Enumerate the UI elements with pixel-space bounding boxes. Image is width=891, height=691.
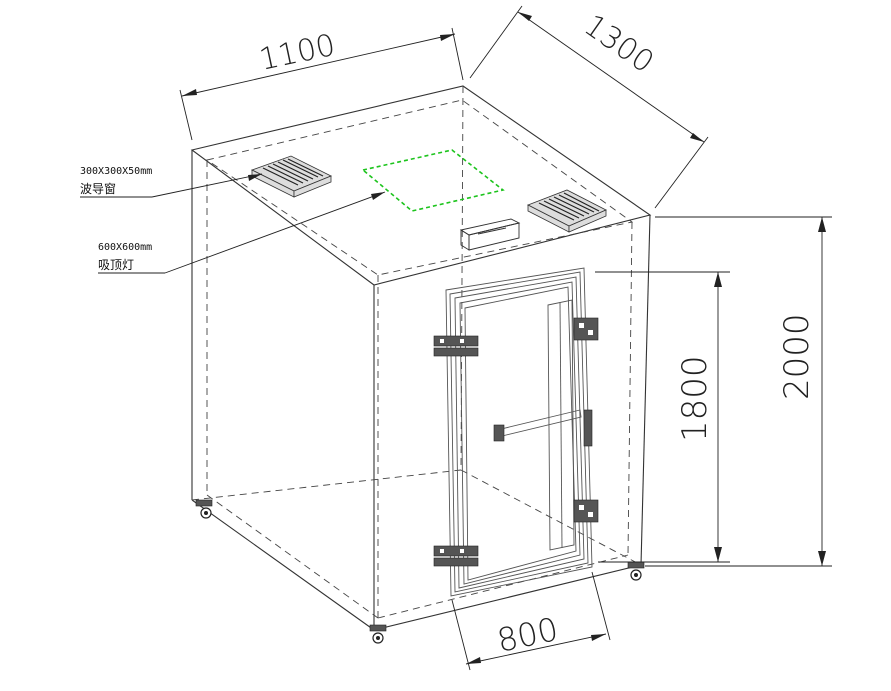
dimension-width: 1100	[179, 28, 464, 141]
vent-left-grid-icon	[262, 158, 324, 186]
caster-front-icon	[369, 624, 387, 644]
door-handle-bar	[547, 299, 575, 551]
hidden-inner-bottom-front	[377, 554, 629, 619]
box-visible-edges	[190, 85, 652, 631]
annotation-light: 600X600mm 吸顶灯	[98, 191, 386, 274]
roof-junction-box	[459, 218, 521, 251]
dimension-door-height: 1800	[595, 271, 730, 563]
vent-right-grid-icon	[538, 192, 600, 221]
vent-spec-label: 300X300X50mm	[80, 166, 152, 177]
light-spec-label: 600X600mm	[98, 242, 152, 253]
dimension-total-height: 2000	[645, 216, 832, 567]
vent-right-side-b	[568, 209, 607, 233]
hidden-inner-right	[627, 221, 633, 556]
dimension-door-width: 800	[451, 571, 611, 671]
hinge-top-right-icon	[573, 317, 599, 341]
hinge-top-left-icon	[433, 335, 479, 357]
door-inner-panel	[464, 286, 577, 581]
hidden-bottom-right	[460, 469, 642, 566]
box-bottom-left-edge	[191, 499, 375, 631]
hinge-bottom-left-icon	[433, 545, 479, 567]
hinge-bottom-right-icon	[573, 499, 599, 523]
dimension-door-width-label: 800	[494, 610, 562, 660]
dimension-total-height-label: 2000	[777, 313, 817, 400]
box-bottom-front-edge	[373, 564, 642, 631]
vent-name-label: 波导窗	[80, 182, 116, 196]
hidden-inner-bottom-left	[206, 494, 379, 619]
dimension-depth-label: 1300	[577, 8, 660, 80]
vent-window-left	[250, 155, 332, 198]
inner-top-outline	[205, 99, 634, 276]
dimension-width-label: 1100	[256, 28, 338, 78]
shield-door	[433, 267, 599, 597]
door-outer-frame	[445, 267, 593, 597]
vent-window-right	[527, 189, 607, 233]
door-latch-icon	[493, 424, 505, 442]
box-right-edge	[640, 214, 651, 566]
door-cross-bar	[496, 409, 582, 438]
dimension-door-height-label: 1800	[675, 355, 715, 442]
box-hidden-edges	[191, 85, 642, 619]
ceiling-light-outline	[361, 149, 505, 212]
vent-left-side-b	[293, 175, 332, 198]
dimension-depth: 1300	[469, 5, 709, 209]
caster-right-icon	[627, 561, 645, 581]
annotation-vent: 300X300X50mm 波导窗	[80, 166, 263, 198]
door-lock-icon	[583, 409, 593, 447]
hidden-bottom-left	[191, 469, 462, 501]
hidden-back-edge	[460, 85, 464, 471]
light-name-label: 吸顶灯	[98, 258, 134, 272]
caster-left-icon	[195, 499, 213, 519]
